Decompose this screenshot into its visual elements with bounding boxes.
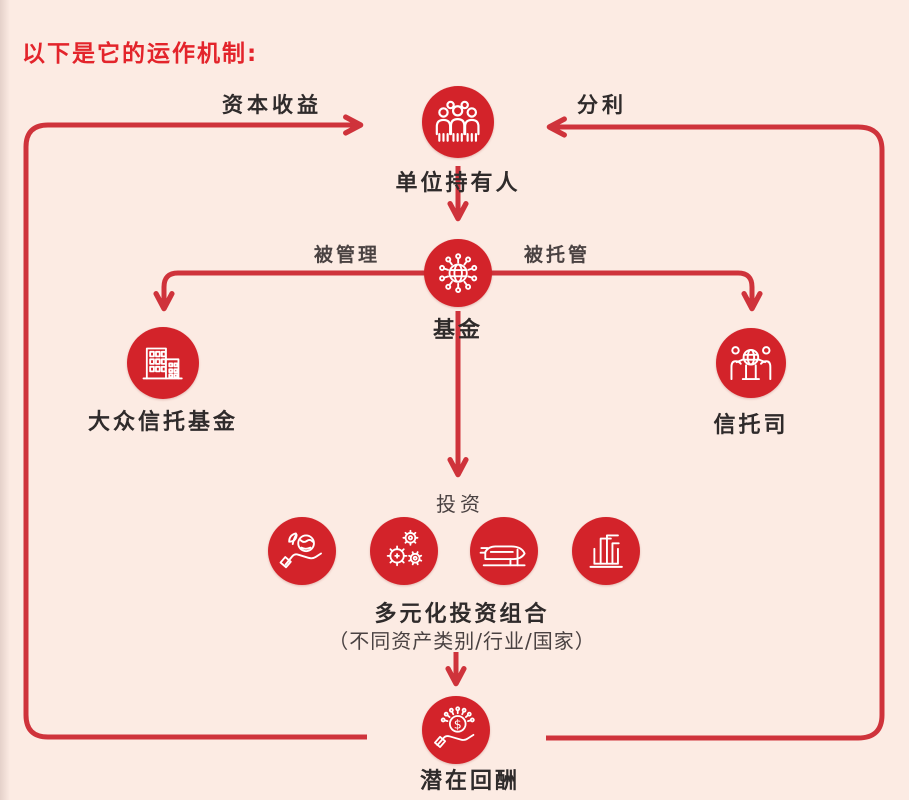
page-title: 以下是它的运作机制: bbox=[22, 41, 259, 67]
building-icon bbox=[142, 347, 184, 380]
fund-label: 基金 bbox=[432, 318, 484, 343]
managed-label: 被管理 bbox=[313, 244, 381, 266]
trustee-label: 信托司 bbox=[713, 413, 789, 438]
portfolio-esg-node bbox=[268, 517, 336, 585]
custodied-label: 被托管 bbox=[523, 244, 591, 266]
portfolio-infrastructure-node bbox=[470, 517, 538, 585]
gears-icon bbox=[386, 529, 423, 567]
esg-hand-globe-icon bbox=[279, 532, 322, 569]
potential-returns-node: $ bbox=[422, 696, 490, 764]
train-icon bbox=[479, 545, 526, 567]
people-group-icon bbox=[436, 101, 480, 143]
globe-network-icon bbox=[438, 253, 478, 293]
portfolio-industry-node bbox=[370, 517, 438, 585]
portfolio-energy-node bbox=[572, 517, 640, 585]
portfolio-label: 多元化投资组合 bbox=[374, 602, 550, 627]
fund-node bbox=[424, 239, 492, 307]
capital-gains-label: 资本收益 bbox=[222, 93, 322, 117]
capital-gains-loop-arrow bbox=[23, 114, 367, 740]
trustee-node bbox=[716, 328, 786, 398]
portfolio-sublabel: （不同资产类别/行业/国家） bbox=[328, 629, 596, 653]
dividend-label: 分利 bbox=[577, 93, 627, 117]
oil-rig-icon bbox=[589, 534, 623, 568]
hand-dollar-icon: $ bbox=[433, 706, 475, 748]
invest-label: 投资 bbox=[436, 492, 484, 516]
public-trust-fund-label: 大众信托基金 bbox=[87, 410, 239, 435]
unit-holders-label: 单位持有人 bbox=[395, 171, 521, 196]
trustee-globe-icon bbox=[730, 346, 772, 381]
unit-holders-node bbox=[422, 86, 494, 158]
public-trust-fund-node bbox=[127, 327, 199, 399]
potential-returns-label: 潜在回酬 bbox=[419, 769, 521, 794]
svg-text:$: $ bbox=[454, 716, 462, 731]
fund-to-trustee-arrow bbox=[458, 270, 763, 312]
dividend-loop-arrow bbox=[546, 116, 885, 741]
fund-to-public-trust-arrow bbox=[153, 270, 458, 312]
